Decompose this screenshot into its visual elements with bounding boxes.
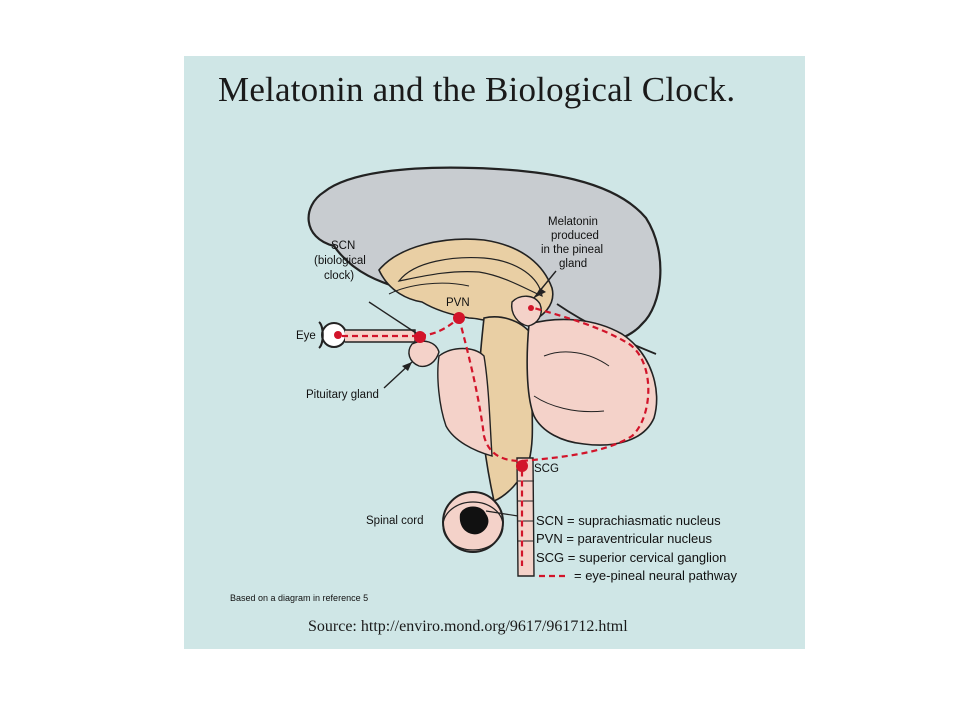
corpus-callosum <box>397 257 543 298</box>
hypothalamus-region <box>437 347 493 457</box>
melatonin-label-4: gland <box>559 258 587 270</box>
svg-text:SCN: SCN <box>331 240 355 252</box>
scn-label-2: (biological <box>314 255 366 267</box>
diagram-panel: Melatonin and the Biological Clock. <box>184 56 805 649</box>
scg-label: SCG <box>534 463 559 475</box>
credit-note: Based on a diagram in reference 5 <box>230 593 368 603</box>
scg-dot <box>516 460 528 472</box>
pituitary-gland <box>408 340 440 368</box>
spinal-cord-cross-section <box>442 491 504 553</box>
legend-pathway: = eye-pineal neural pathway <box>574 568 737 583</box>
pituitary-label: Pituitary gland <box>306 389 379 401</box>
pvn-label: PVN <box>446 297 470 309</box>
melatonin-label-3: in the pineal <box>541 244 603 256</box>
brain-diagram: SCN (biological clock) Melatonin produce… <box>230 166 737 603</box>
svg-text:produced: produced <box>551 230 599 242</box>
source-citation: Source: http://enviro.mond.org/9617/9617… <box>308 618 628 635</box>
scn-label-3: clock) <box>324 270 354 282</box>
pineal-dot <box>528 305 534 311</box>
spinal-column <box>516 457 535 577</box>
legend-pvn: PVN = paraventricular nucleus <box>536 531 712 546</box>
svg-text:clock): clock) <box>324 270 354 282</box>
legend-scg: SCG = superior cervical ganglion <box>536 550 726 565</box>
melatonin-label-1: Melatonin <box>548 216 598 228</box>
cerebellum <box>526 318 658 446</box>
scn-label-1: SCN <box>331 240 355 252</box>
svg-text:Melatonin: Melatonin <box>548 216 598 228</box>
legend-scn: SCN = suprachiasmatic nucleus <box>536 513 721 528</box>
svg-text:gland: gland <box>559 258 587 270</box>
pvn-dot <box>453 312 465 324</box>
scn-dot <box>414 331 426 343</box>
spinal-cord-label: Spinal cord <box>366 515 424 527</box>
legend: SCN = suprachiasmatic nucleus PVN = para… <box>536 513 737 583</box>
svg-text:(biological: (biological <box>314 255 366 267</box>
pineal-gland <box>511 295 542 327</box>
diagram-title: Melatonin and the Biological Clock. <box>218 70 736 109</box>
eye-icon <box>318 321 347 349</box>
svg-text:in the pineal: in the pineal <box>541 244 603 256</box>
melatonin-label-2: produced <box>551 230 599 242</box>
eye-label: Eye <box>296 330 316 342</box>
